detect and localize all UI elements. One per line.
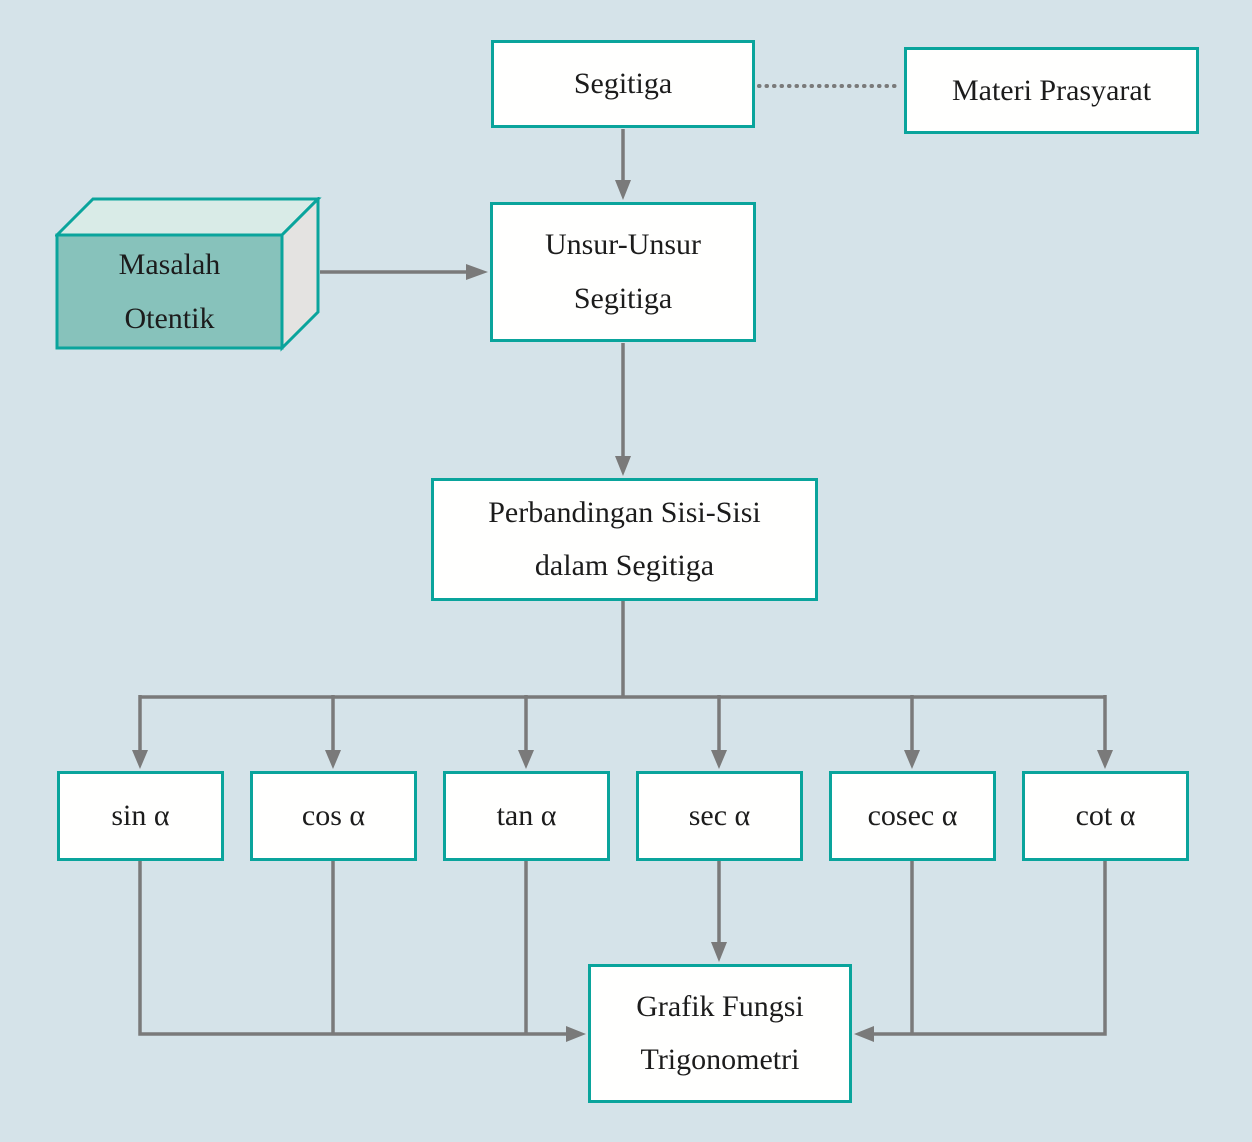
node-materi-prasyarat: Materi Prasyarat — [904, 47, 1199, 134]
arrow-branch-to-cot-head — [1097, 750, 1113, 769]
node-unsur-unsur-segitiga: Unsur-Unsur Segitiga — [490, 202, 756, 342]
arrow-branch-to-sin-head — [132, 750, 148, 769]
arrow-masalah-to-unsur-head — [466, 264, 488, 280]
node-perbandingan-sisi: Perbandingan Sisi-Sisi dalam Segitiga — [431, 478, 818, 601]
node-cos-label: cos α — [301, 799, 366, 832]
box3d-top-face — [55, 197, 322, 237]
arrow-sec-to-grafik-head — [711, 942, 727, 962]
arrow-branch-to-tan-head — [518, 750, 534, 769]
arrow-unsur-to-perbandingan-head — [615, 456, 631, 476]
node-sec: sec α — [636, 771, 803, 861]
arrow-left-group-to-grafik-head — [566, 1026, 586, 1042]
box3d-front-face — [55, 233, 284, 350]
node-sin: sin α — [57, 771, 224, 861]
node-cot-label: cot α — [1075, 799, 1136, 832]
node-masalah-otentik-shape — [55, 197, 322, 352]
arrow-branch-to-cosec-head — [904, 750, 920, 769]
node-perbandingan-sisi-label: Perbandingan Sisi-Sisi dalam Segitiga — [488, 496, 761, 582]
node-sin-label: sin α — [111, 799, 170, 832]
node-sec-label: sec α — [688, 799, 751, 832]
node-segitiga: Segitiga — [491, 40, 755, 128]
node-cot: cot α — [1022, 771, 1189, 861]
arrow-right-group-to-grafik-head — [854, 1026, 874, 1042]
node-masalah-otentik-label: Masalah Otentik — [118, 247, 221, 335]
node-materi-prasyarat-label: Materi Prasyarat — [951, 73, 1152, 107]
node-masalah-otentik: Masalah Otentik — [57, 235, 282, 348]
node-cosec-label: cosec α — [867, 799, 958, 832]
node-tan: tan α — [443, 771, 610, 861]
arrow-branch-to-sec-head — [711, 750, 727, 769]
connector-cot-to-grafik — [873, 861, 1107, 1036]
node-segitiga-label: Segitiga — [573, 67, 673, 100]
node-tan-label: tan α — [496, 799, 557, 832]
node-cos: cos α — [250, 771, 417, 861]
node-grafik-fungsi: Grafik Fungsi Trigonometri — [588, 964, 852, 1103]
node-unsur-unsur-segitiga-label: Unsur-Unsur Segitiga — [544, 228, 702, 315]
arrow-segitiga-to-unsur-head — [615, 180, 631, 200]
node-cosec: cosec α — [829, 771, 996, 861]
node-grafik-fungsi-label: Grafik Fungsi Trigonometri — [636, 990, 804, 1076]
connector-sin-to-grafik — [138, 861, 567, 1036]
arrow-branch-to-cos-head — [325, 750, 341, 769]
